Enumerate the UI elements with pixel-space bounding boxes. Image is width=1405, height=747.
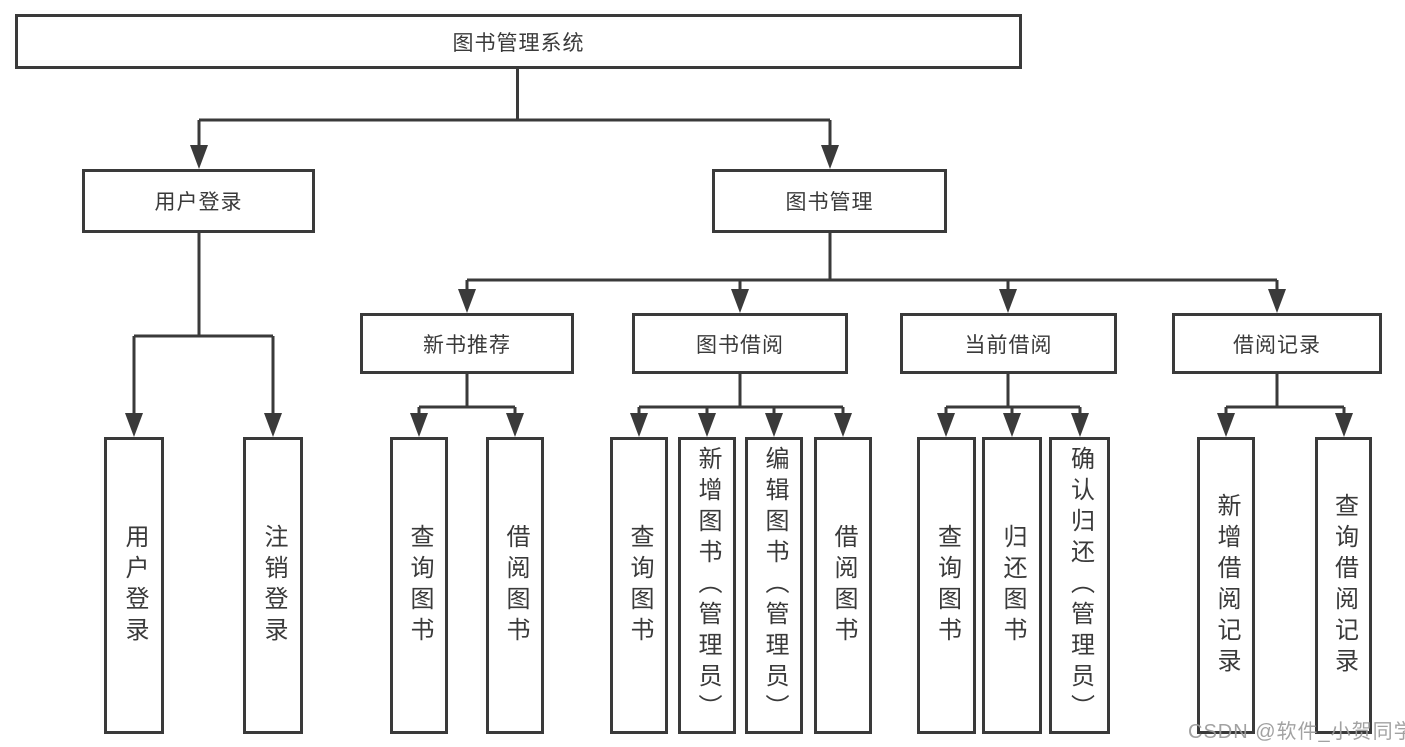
node-leaf-add-books-admin: 新增图书（管理员）: [678, 437, 736, 734]
node-leaf-edit-books-admin: 编辑图书（管理员）: [745, 437, 803, 734]
node-leaf-confirm-return-admin: 确认归还（管理员）: [1049, 437, 1110, 734]
node-leaf-user-login: 用户登录: [104, 437, 164, 734]
node-library-management-system: 图书管理系统: [15, 14, 1022, 69]
node-label: 用户登录: [121, 523, 148, 648]
node-label: 查询借阅记录: [1330, 492, 1358, 679]
node-current-borrow: 当前借阅: [900, 313, 1117, 374]
node-label: 借阅图书: [502, 523, 529, 648]
node-label: 查询图书: [626, 523, 653, 648]
node-user-login: 用户登录: [82, 169, 315, 233]
csdn-watermark: CSDN @软件_小贺同学: [1188, 721, 1405, 743]
node-leaf-query-books: 查询图书: [610, 437, 668, 734]
node-label: 归还图书: [999, 523, 1026, 648]
node-label: 查询图书: [406, 523, 433, 648]
node-leaf-query-borrow-record: 查询借阅记录: [1315, 437, 1372, 734]
node-label: 新书推荐: [423, 333, 511, 357]
node-label: 当前借阅: [964, 333, 1053, 357]
node-label: 确认归还（管理员）: [1066, 446, 1094, 725]
node-book-management: 图书管理: [712, 169, 947, 233]
arrowhead-icons: [125, 145, 1353, 437]
node-label: 查询图书: [933, 523, 961, 648]
node-new-book-recommend: 新书推荐: [360, 313, 574, 374]
node-leaf-return-books: 归还图书: [982, 437, 1042, 734]
node-leaf-query-books-rec: 查询图书: [390, 437, 448, 734]
node-label: 注销登录: [260, 523, 287, 648]
node-label: 图书管理: [785, 191, 874, 214]
node-label: 借阅记录: [1233, 333, 1321, 357]
node-leaf-borrow-books-rec: 借阅图书: [486, 437, 544, 734]
node-book-borrow: 图书借阅: [632, 313, 848, 374]
node-label: 新增借阅记录: [1213, 492, 1240, 679]
node-leaf-add-borrow-record: 新增借阅记录: [1197, 437, 1255, 734]
node-label: 编辑图书（管理员）: [761, 446, 788, 725]
node-label: 用户登录: [154, 191, 243, 214]
node-leaf-query-books-current: 查询图书: [917, 437, 976, 734]
node-leaf-borrow-books: 借阅图书: [814, 437, 872, 734]
node-label: 图书借阅: [696, 333, 784, 357]
node-label: 图书管理系统: [452, 31, 585, 55]
node-borrow-records: 借阅记录: [1172, 313, 1382, 374]
node-label: 借阅图书: [830, 523, 857, 648]
node-label: 新增图书（管理员）: [694, 446, 721, 725]
node-leaf-logout: 注销登录: [243, 437, 303, 734]
